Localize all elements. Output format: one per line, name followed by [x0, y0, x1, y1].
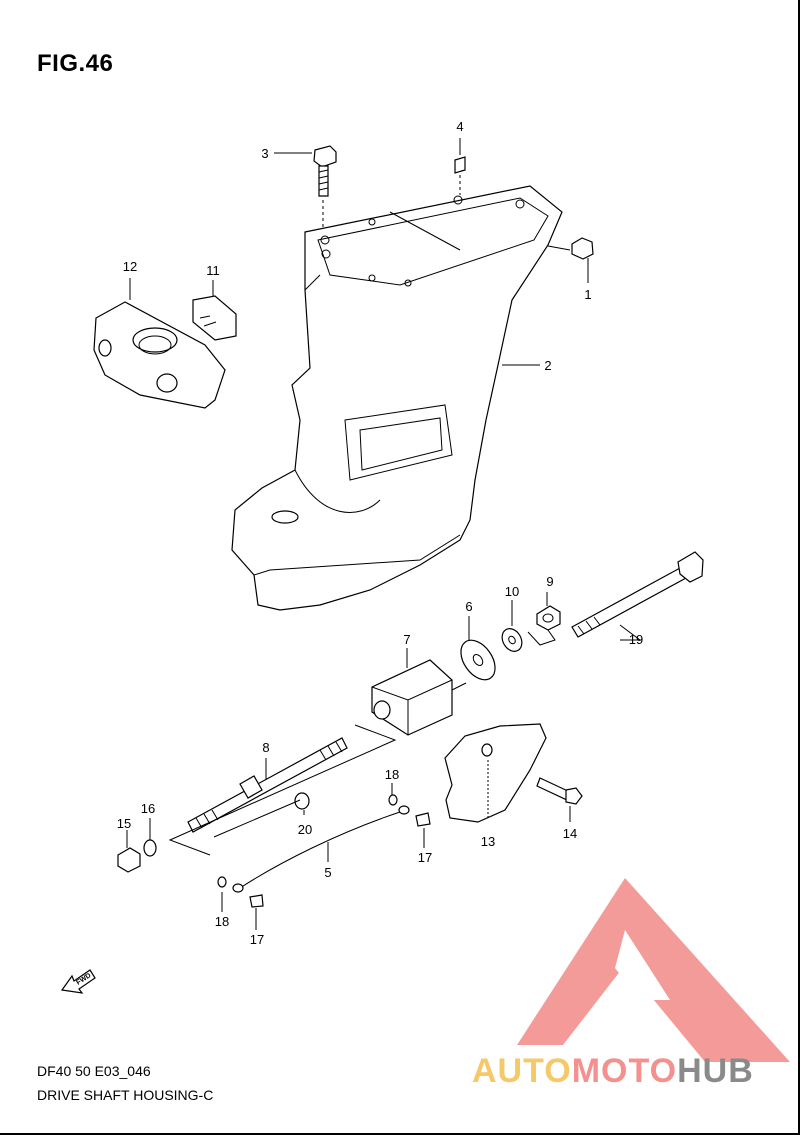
part-numbers: 1 2 3 4 5 6 7 8 9 10 11 12 13 14 15 16 1… [117, 119, 643, 947]
figure-code: DF40 50 E03_046 [37, 1063, 151, 1079]
part-number-11: 11 [206, 263, 220, 278]
assembly-lines [168, 629, 556, 856]
part-number-8: 8 [262, 740, 269, 755]
part-number-7: 7 [403, 632, 410, 647]
part-number-1: 1 [584, 287, 591, 302]
part-number-4: 4 [456, 119, 463, 134]
screw-part-17b [249, 894, 264, 908]
part-number-10: 10 [505, 584, 519, 599]
part-number-5: 5 [324, 865, 331, 880]
washer-part-16 [143, 839, 157, 857]
part-number-19: 19 [629, 632, 643, 647]
watermark-auto: AUTO [472, 1052, 572, 1090]
washer-part-20 [294, 792, 310, 810]
cover-part-13 [444, 723, 547, 823]
ground-wire-part-5 [232, 805, 410, 893]
figure-title: FIG.46 [37, 50, 114, 77]
screw-part-17a [415, 812, 431, 827]
part-number-3: 3 [261, 146, 268, 161]
part-number-17a: 17 [418, 850, 432, 865]
bolt-part-14 [536, 777, 583, 805]
part-number-2: 2 [544, 358, 551, 373]
part-number-9: 9 [546, 574, 553, 589]
bracket-part-12 [93, 301, 226, 409]
washer-part-10 [501, 628, 523, 652]
figure-caption: DRIVE SHAFT HOUSING-C [37, 1087, 214, 1103]
watermark-moto: MOTO [571, 1052, 678, 1090]
pad-part-11 [192, 295, 237, 341]
watermark-hub: HUB [677, 1052, 754, 1090]
watermark-text: AUTOMOTOHUB [472, 1052, 754, 1091]
watermark-logo [517, 878, 790, 1062]
nut-part-1 [547, 237, 594, 260]
dowel-pin-part-4 [454, 156, 466, 195]
nut-part-9 [536, 605, 561, 631]
part-number-14: 14 [563, 826, 577, 841]
mount-part-7 [371, 659, 467, 736]
part-number-6: 6 [465, 599, 472, 614]
drive-shaft-housing [231, 185, 563, 611]
part-number-17b: 17 [250, 932, 264, 947]
fwd-arrow-icon: FWD [60, 969, 96, 994]
part-number-16: 16 [141, 801, 155, 816]
long-bolt-part-19 [571, 551, 704, 638]
bolt-part-3 [313, 145, 337, 228]
part-number-15: 15 [117, 816, 131, 831]
nut-part-15 [117, 847, 141, 873]
part-number-20: 20 [298, 822, 312, 837]
washer-part-18a [388, 794, 398, 806]
part-number-18a: 18 [385, 767, 399, 782]
part-number-12: 12 [123, 259, 137, 274]
washer-part-6 [460, 639, 496, 681]
part-number-18b: 18 [215, 914, 229, 929]
washer-part-18b [217, 876, 227, 888]
leader-lines [126, 138, 642, 930]
part-number-13: 13 [481, 834, 495, 849]
